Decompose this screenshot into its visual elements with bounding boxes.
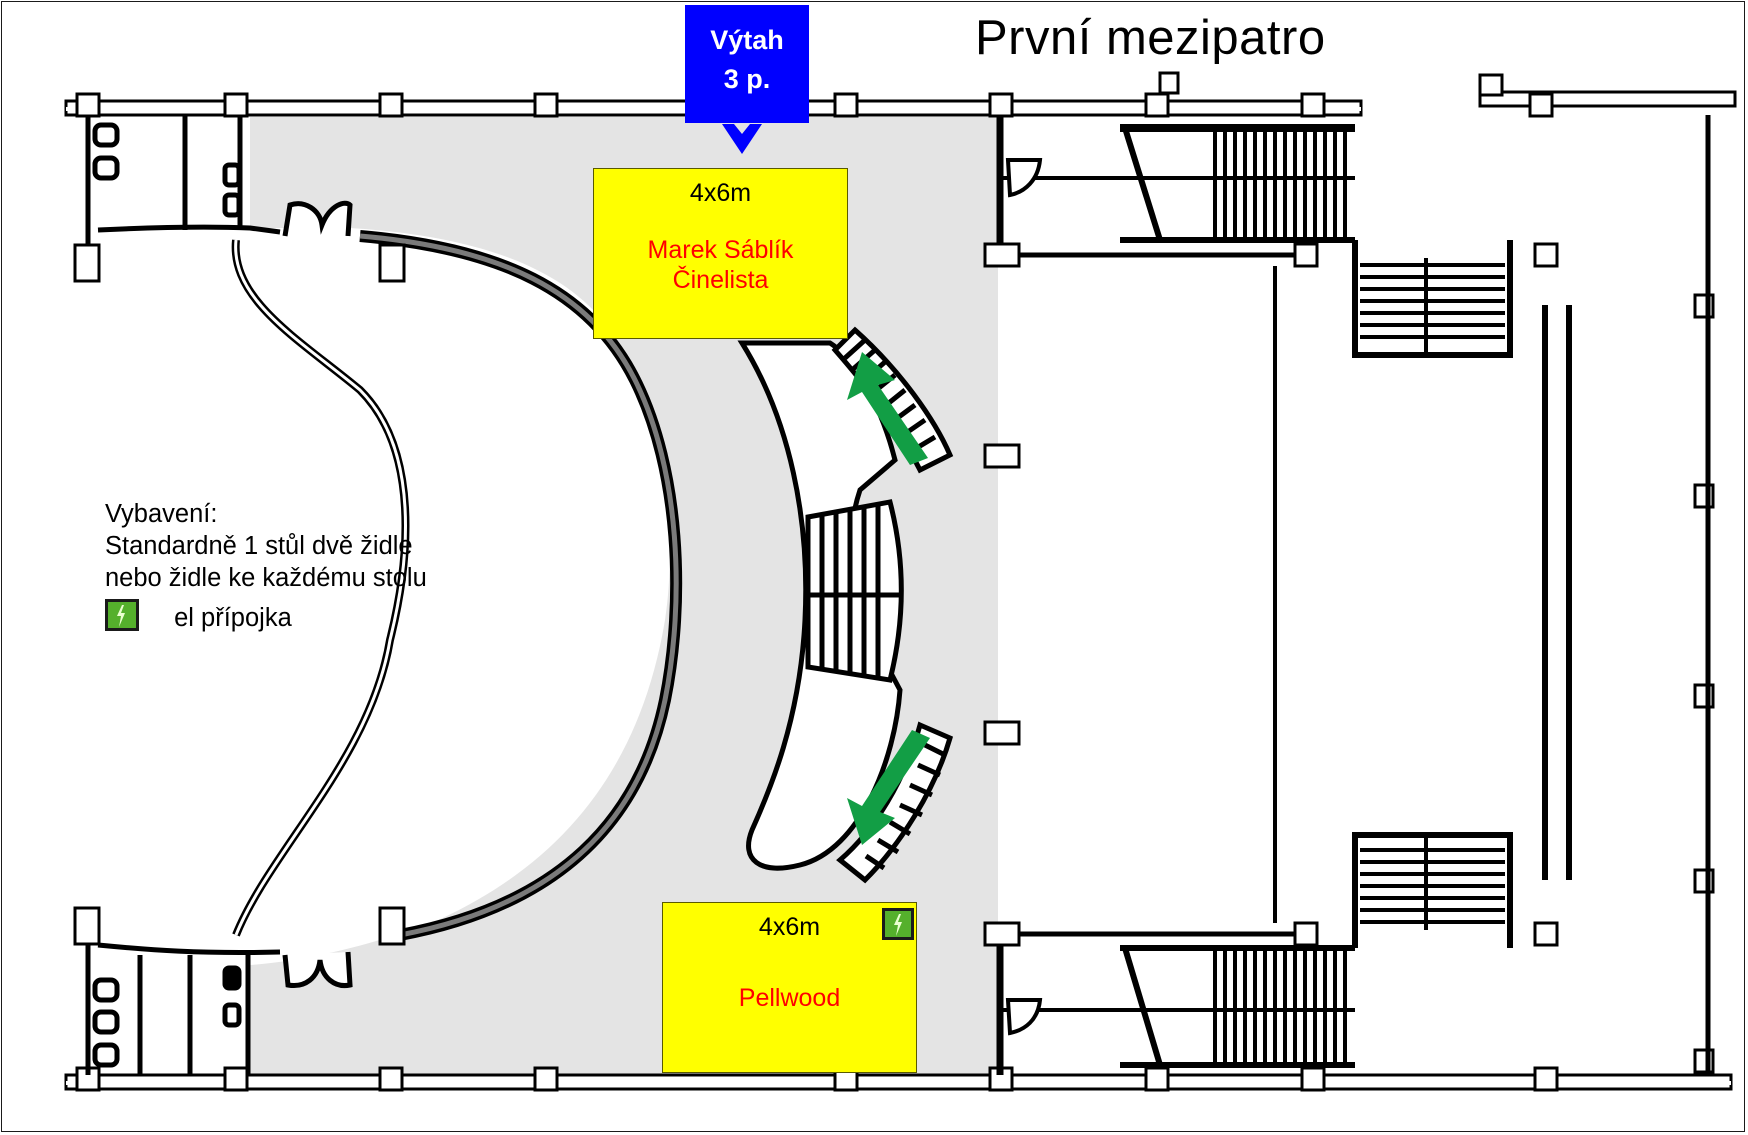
- toilets-top: [85, 115, 353, 245]
- booth-exhibitor-name: Marek Sáblík: [647, 236, 794, 264]
- stair-bottom-right: [1000, 832, 1513, 1068]
- bottom-wall: [64, 1073, 1733, 1091]
- curved-stair-middle: [805, 499, 904, 683]
- elevator-label: Výtah: [710, 25, 784, 55]
- map-title: První mezipatro: [975, 11, 1326, 65]
- booth-marek-sablik[interactable]: 4x6m Marek Sáblík Činelista: [593, 168, 848, 339]
- elevator-floor: 3 p.: [723, 64, 771, 94]
- stair-top-right: [1000, 124, 1513, 358]
- doors-right: [1005, 158, 1043, 1036]
- booth-exhibitor: Pellwood: [663, 983, 916, 1013]
- arrow-down-icon: [722, 124, 762, 154]
- booth-exhibitor-subtitle: Činelista: [672, 266, 769, 294]
- legend-power-swatch: [105, 599, 139, 631]
- legend-line-2: nebo židle ke každému stolu: [105, 564, 427, 592]
- legend-power-row: el přípojka: [105, 594, 427, 634]
- pillars: [73, 92, 1715, 1092]
- legend-line-1: Standardně 1 stůl dvě židle: [105, 532, 413, 560]
- hall-right-wall: [996, 115, 1711, 1075]
- stairs-down-arrow: [847, 730, 930, 845]
- legend-power-label: el přípojka: [174, 604, 292, 632]
- toilets-bottom: [85, 942, 353, 1075]
- curved-stair-bottom: [836, 721, 954, 884]
- booth-exhibitor: Marek Sáblík Činelista: [594, 235, 847, 295]
- power-outlet-marker: [882, 908, 914, 940]
- lightning-icon: [117, 605, 125, 627]
- booth-pellwood[interactable]: 4x6m Pellwood: [662, 902, 917, 1073]
- booth-size: 4x6m: [758, 913, 821, 941]
- booth-exhibitor-name: Pellwood: [738, 984, 841, 1012]
- equipment-legend: Vybavení: Standardně 1 stůl dvě židle ne…: [105, 498, 427, 634]
- auditorium-wall-inner: [359, 233, 679, 938]
- stairs-up-arrow: [847, 352, 928, 465]
- legend-heading: Vybavení:: [105, 500, 218, 528]
- booth-size: 4x6m: [689, 179, 752, 207]
- auditorium-outline-inner: [234, 239, 407, 936]
- lightning-icon: [894, 914, 902, 936]
- elevator-sign: Výtah 3 p.: [685, 5, 809, 123]
- top-stub: [1158, 71, 1504, 97]
